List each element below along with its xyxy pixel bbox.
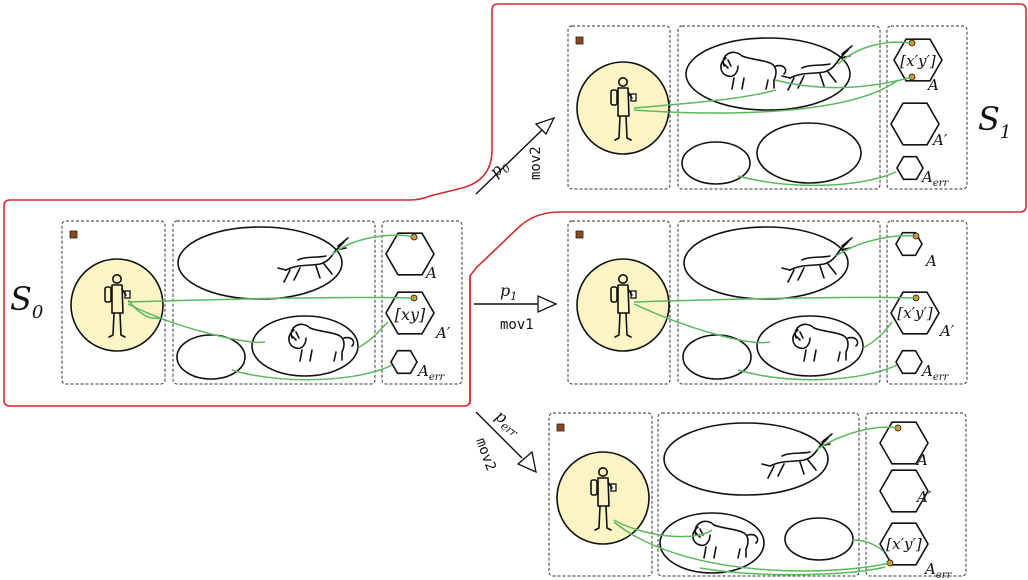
arrowhead-icon	[537, 294, 558, 314]
agent-circle	[70, 258, 164, 352]
area-a-label: A	[915, 451, 928, 469]
memory-xy: [xy]	[395, 305, 426, 324]
state-perr-panel: A A′ Aerr [x′y′]	[548, 412, 967, 580]
area-a-prime-label: A′	[931, 131, 948, 149]
state-s1-panel: A A′ Aerr [x′y′]	[567, 25, 968, 190]
environment-region-small	[176, 334, 246, 380]
hexagon-area-icon	[895, 349, 923, 375]
environment-region-lion	[251, 315, 359, 377]
transition-action-label: mov2	[528, 146, 544, 180]
agent-circle	[576, 258, 670, 352]
arrowhead-icon	[534, 116, 556, 136]
agent-box	[548, 412, 653, 577]
memory-xy-prime: [x′y′]	[886, 535, 922, 553]
state-s0-panel: A A′ Aerr [xy]	[61, 220, 463, 385]
area-a-prime-label: A′	[938, 322, 955, 340]
transition-p0: p0 mov2	[475, 116, 556, 195]
agent-circle	[576, 61, 670, 155]
environment-region-medium	[756, 122, 862, 184]
area-err-label: Aerr	[416, 362, 446, 383]
area-a-prime-label: A′	[434, 324, 451, 342]
transition-prob-label: perr	[490, 406, 526, 440]
agent-box	[567, 25, 671, 190]
environment-region-large	[685, 37, 851, 111]
agent-circle	[556, 451, 650, 545]
area-err-label: Aerr	[923, 560, 953, 580]
transition-p1: p1 mov1	[474, 281, 558, 333]
transition-action-label: mov2	[472, 436, 499, 473]
environment-box	[677, 220, 881, 385]
square-marker-icon	[69, 230, 78, 239]
memory-xy-prime: [x′y′]	[897, 304, 933, 322]
agent-box	[567, 220, 671, 385]
area-a-label: A	[926, 76, 939, 94]
area-box	[886, 25, 968, 190]
environment-region-large	[663, 422, 829, 496]
area-err-label: Aerr	[920, 168, 950, 189]
state-s1-label: S1	[978, 100, 1011, 143]
memory-xy-prime: [x′y′]	[900, 52, 936, 70]
hexagon-area-icon	[896, 155, 924, 181]
transition-prob-label: p1	[500, 281, 517, 303]
environment-box	[657, 412, 860, 577]
environment-region-small	[784, 517, 854, 561]
square-marker-icon	[556, 423, 565, 432]
environment-region-small	[682, 334, 752, 380]
state-p1-panel: A A′ Aerr [x′y′]	[567, 220, 968, 385]
hexagon-area-icon	[390, 349, 418, 375]
area-err-label: Aerr	[920, 362, 950, 383]
area-a-label: A	[924, 252, 937, 270]
arrowhead-icon	[516, 450, 537, 474]
environment-box	[172, 220, 376, 385]
transition-action-label: mov1	[500, 317, 534, 333]
area-a-label: A	[424, 264, 437, 282]
environment-region-small	[681, 141, 751, 185]
s0-region	[3, 10, 493, 407]
agent-box	[61, 220, 166, 385]
transition-perr: perr mov2	[472, 406, 537, 474]
area-a-prime-label: A′	[915, 488, 932, 506]
square-marker-icon	[575, 36, 584, 45]
s1-region	[469, 3, 1027, 404]
square-marker-icon	[575, 230, 584, 239]
environment-box	[677, 25, 881, 190]
area-box	[381, 220, 463, 385]
environment-region-large	[683, 226, 849, 300]
transition-prob-label: p0	[486, 155, 514, 183]
area-box	[865, 412, 967, 577]
area-box	[886, 220, 968, 385]
environment-region-large	[177, 226, 343, 300]
hexagon-area-icon	[890, 102, 940, 146]
state-s0-label: S0	[10, 280, 43, 323]
environment-region-lion	[756, 315, 864, 377]
